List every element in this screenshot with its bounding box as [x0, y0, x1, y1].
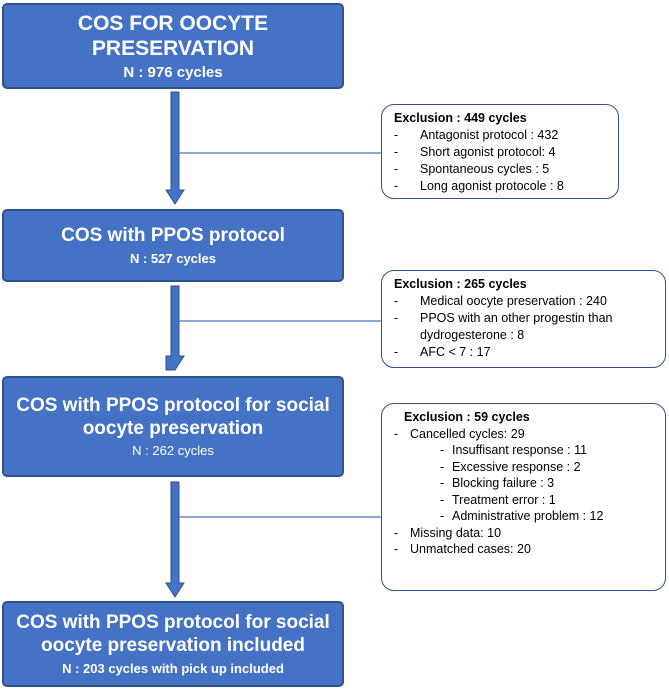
- exclusion-heading: Exclusion : 59 cycles: [404, 410, 530, 424]
- exclusion-box-2: Exclusion : 265 cycles -Medical oocyte p…: [381, 270, 666, 368]
- box-title-line-2: oocyte preservation included: [41, 635, 305, 656]
- arrow-2: [165, 285, 185, 371]
- exclusion-item: -Cancelled cycles: 29: [394, 426, 525, 441]
- box-cos-oocyte-preservation: COS FOR OOCYTE PRESERVATION N : 976 cycl…: [2, 3, 344, 89]
- exclusion-box-1: Exclusion : 449 cycles -Antagonist proto…: [381, 104, 619, 199]
- arrow-3: [165, 481, 185, 598]
- exclusion-item: -PPOS with an other progestin than: [394, 311, 613, 325]
- exclusion-box-3: Exclusion : 59 cycles -Cancelled cycles:…: [381, 403, 666, 591]
- box-title-line-1: COS with PPOS protocol for social: [16, 394, 330, 416]
- box-cos-ppos-social-included: COS with PPOS protocol for social oocyte…: [2, 601, 344, 687]
- exclusion-sub-item: -Blocking failure : 3: [440, 476, 555, 490]
- exclusion-heading: Exclusion : 449 cycles: [394, 111, 527, 125]
- box-cos-ppos-protocol: COS with PPOS protocol N : 527 cycles: [2, 209, 344, 282]
- box-count: N : 203 cycles with pick up included: [62, 660, 284, 676]
- exclusion-item: -Missing data: 10: [394, 525, 502, 540]
- exclusion-item: -Medical oocyte preservation : 240: [394, 294, 607, 308]
- arrow-1: [165, 91, 185, 205]
- exclusion-sub-item: -Insuffisant response : 11: [440, 443, 588, 457]
- exclusion-item: -Long agonist protocole : 8: [394, 179, 564, 193]
- exclusion-sub-item: -Excessive response : 2: [440, 459, 581, 474]
- exclusion-item: -Spontaneous cycles : 5: [394, 162, 550, 176]
- box-cos-ppos-social: COS with PPOS protocol for social oocyte…: [2, 376, 344, 477]
- exclusion-sub-item: -Treatment error : 1: [440, 492, 556, 507]
- box-count: N : 527 cycles: [129, 250, 216, 266]
- box-count: N : 262 cycles: [132, 443, 214, 459]
- exclusion-item: -Short agonist protocol: 4: [394, 145, 556, 159]
- exclusion-item: -Unmatched cases: 20: [394, 542, 531, 556]
- exclusion-heading: Exclusion : 265 cycles: [394, 277, 527, 291]
- exclusion-item: -Antagonist protocol : 432: [394, 128, 559, 142]
- exclusion-item: -AFC < 7 : 17: [394, 345, 491, 359]
- box-count: N : 976 cycles: [123, 64, 223, 82]
- box-title-line-1: COS with PPOS protocol for social: [16, 612, 330, 634]
- exclusion-sub-item: -Administrative problem : 12: [440, 509, 604, 523]
- box-title-line-2: oocyte preservation: [82, 417, 264, 439]
- box-title: COS FOR OOCYTE PRESERVATION: [77, 11, 269, 60]
- box-title: COS with PPOS protocol: [61, 225, 285, 247]
- exclusion-item-continued: dydrogesterone : 8: [420, 328, 525, 342]
